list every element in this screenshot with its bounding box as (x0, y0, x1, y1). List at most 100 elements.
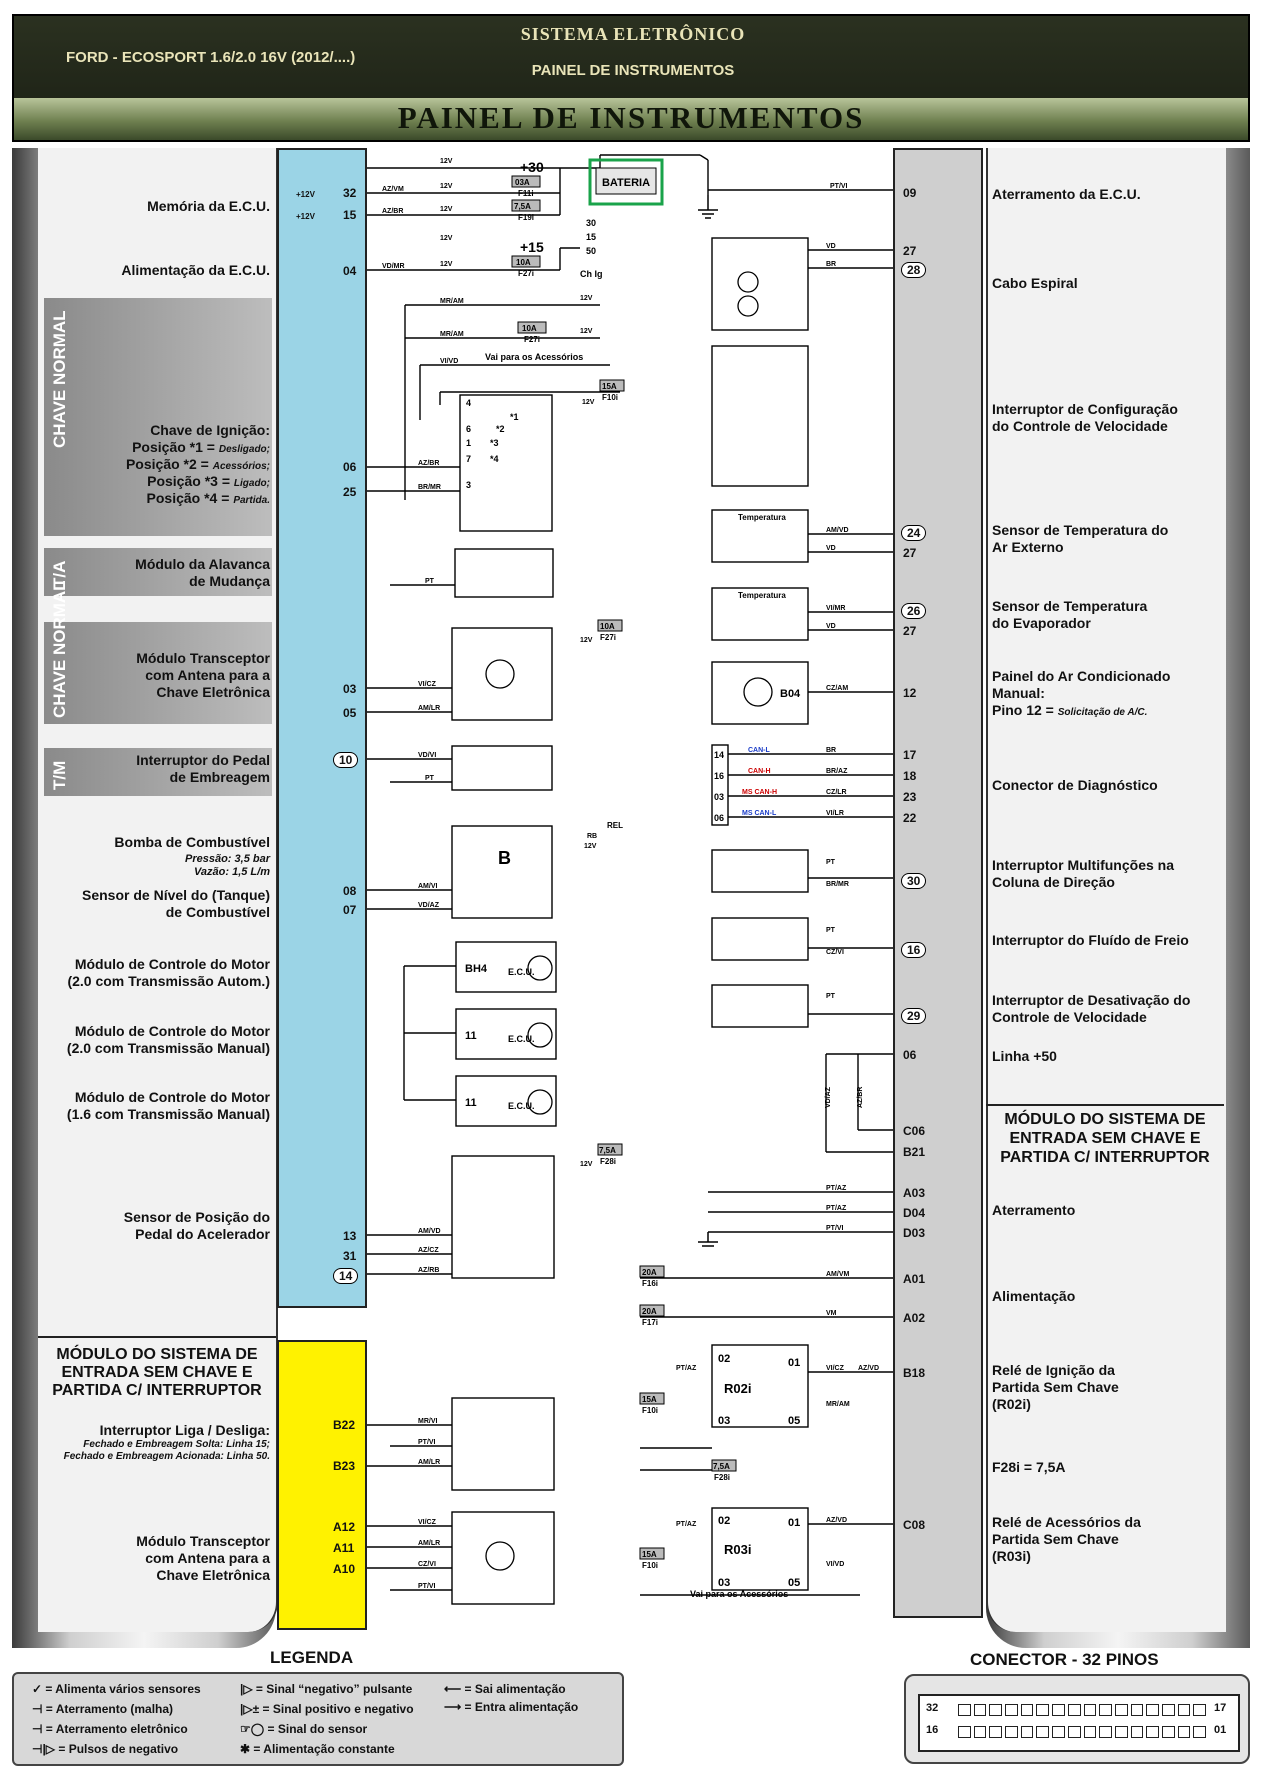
connector-title: CONECTOR - 32 PINOS (970, 1650, 1159, 1669)
wire-label: BR/MR (826, 881, 849, 888)
wire-label: AZ/VD (826, 1517, 847, 1524)
pin-27-c: 27 (903, 624, 917, 638)
transistor-icon-4 (527, 1089, 553, 1115)
switch-position: *4 (490, 454, 499, 464)
wire-label: AM/VI (418, 883, 438, 890)
label-ms-can-l: MS CAN-L (742, 810, 777, 817)
pcm-2-box (455, 1008, 557, 1060)
wire-label: AM/LR (418, 1459, 440, 1466)
wire-label: AZ/BR (382, 208, 403, 215)
fuse-id: F27i (518, 269, 534, 278)
legend-entry: = Aterramento (malha) (45, 1702, 174, 1716)
header-band (14, 98, 1248, 140)
fuse-rating: 03A (515, 178, 530, 187)
fuse-rating: 20A (642, 1307, 657, 1316)
pin-d04: D04 (903, 1206, 926, 1220)
battery-label: BATERIA (602, 177, 650, 189)
fuse-f16i (639, 1265, 665, 1278)
fuse-rating: 10A (600, 622, 615, 631)
wire-label: BR/MR (418, 484, 441, 491)
label-rel: REL (607, 821, 623, 830)
pin-27-a: 27 (903, 244, 917, 258)
wire-label: MR/VI (418, 1418, 438, 1425)
label-alimentacao: Alimentação (992, 1288, 1076, 1304)
label-painel-ac-2: Manual: (992, 685, 1045, 701)
label-pcm-3b: (1.6 com Transmissão Manual) (66, 1106, 270, 1122)
wire-label: VD/MR (382, 263, 405, 270)
wire-label: AM/VM (826, 1271, 850, 1278)
pin-14: 14 (333, 1268, 359, 1284)
pin-18: 18 (903, 769, 917, 783)
keyless-title-line: ENTRADA SEM CHAVE E (1009, 1130, 1201, 1147)
diagnostic-connector-box (711, 744, 729, 826)
group-chave-normal-2: CHAVE NORMAL (44, 580, 272, 724)
legend-box: ✓ = Alimenta vários sensores |▷ = Sinal … (12, 1672, 624, 1766)
wire-label: VI/CZ (418, 681, 437, 688)
label-pedal-2: Pedal do Acelerador (135, 1226, 270, 1242)
legend-electronic-ground-icon: ⊣ = Aterramento eletrônico (32, 1722, 188, 1736)
fuse-id: F10i (642, 1406, 658, 1415)
relay-pin: 01 (788, 1517, 800, 1529)
pin-23: 23 (903, 790, 917, 804)
wiring-diagram: BATERIA +30 +15 Ch Ig Vai para os Acessó… (367, 154, 893, 1605)
wire-label: PT/VI (418, 1583, 436, 1590)
wire-label: PT/VI (826, 1225, 844, 1232)
label-temperatura-1: Temperatura (738, 513, 786, 522)
fuse-id: F17i (642, 1318, 658, 1327)
posicao-3-note: Ligado; (233, 478, 270, 489)
fuel-pump-box (451, 825, 553, 919)
label-alavanca-1: Módulo da Alavanca (135, 556, 270, 572)
label-ms-can-h: MS CAN-H (742, 789, 777, 796)
keyless-title-line: PARTIDA C/ INTERRUPTOR (52, 1382, 262, 1399)
label-r02i: R02i (724, 1381, 751, 1396)
label-bomba: Bomba de Combustível (114, 834, 270, 850)
wire-label: CZ/AM (826, 685, 848, 692)
label-multifuncoes-1: Interruptor Multifunções na (992, 857, 1174, 873)
legend-negative-pulses-icon: ⊣|▷ = Pulsos de negativo (32, 1742, 179, 1756)
posicao-4-text: Posição *4 = (146, 490, 234, 506)
pin-32-feed: +12V (296, 190, 315, 199)
label-desativacao-1: Interruptor de Desativação do (992, 992, 1191, 1008)
wire-label: PT/VI (418, 1439, 436, 1446)
pin-13: 13 (343, 1229, 357, 1243)
fuse-f27i-a (511, 255, 541, 268)
label-pcm-1b: (2.0 com Transmissão Autom.) (67, 973, 270, 989)
group-tm: T/M (44, 748, 272, 796)
keyless-title-line: MÓDULO DO SISTEMA DE (56, 1346, 258, 1363)
pin-29: 29 (901, 1008, 927, 1024)
label-transceptor-3: Chave Eletrônica (156, 684, 270, 700)
wire-label: AZ/VM (382, 186, 404, 193)
wire-label: VI/VD (826, 1561, 844, 1568)
pin-12: 12 (903, 686, 917, 700)
v12-label: 12V (580, 328, 593, 335)
legend-sensor-signal-icon: ☞◯ = Sinal do sensor (240, 1722, 368, 1736)
pino-12-text: Pino 12 = (992, 702, 1058, 718)
label-posicao-1: Posição *1 = Desligado; (60, 439, 270, 458)
label-chave-ignicao: Chave de Ignição: (150, 422, 270, 438)
label-embreagem-1: Interruptor do Pedal (136, 752, 270, 768)
clock-spring-box (711, 237, 809, 331)
label-bh4: BH4 (465, 963, 488, 975)
fuse-f10i-c (639, 1547, 665, 1560)
label-ch-ig: Ch Ig (580, 269, 603, 279)
label-conector-diagnostico: Conector de Diagnóstico (992, 777, 1158, 793)
wire-label: VI/VD (440, 358, 458, 365)
wire-label: BR (826, 261, 836, 268)
wire-label: BR (826, 747, 836, 754)
wire-label: VM (826, 1310, 837, 1317)
posicao-4-note: Partida. (233, 495, 270, 506)
switch-position: *3 (490, 438, 499, 448)
keyless-title-line: PARTIDA C/ INTERRUPTOR (1000, 1149, 1210, 1166)
fuse-f27i-c (597, 619, 623, 632)
pin-a12: A12 (333, 1520, 356, 1534)
label-plus30: +30 (520, 159, 544, 175)
pin-16: 16 (901, 942, 927, 958)
wire-label: VD/AZ (825, 1086, 832, 1108)
v12-label: 12V (440, 235, 453, 242)
legend-entry: = Sai alimentação (464, 1682, 566, 1696)
pin-a03: A03 (903, 1186, 926, 1200)
pedal-sensor-box (451, 1155, 555, 1279)
switch-pin: 7 (466, 454, 471, 464)
fuse-id: F19i (518, 213, 534, 222)
pin-24: 24 (901, 525, 927, 541)
